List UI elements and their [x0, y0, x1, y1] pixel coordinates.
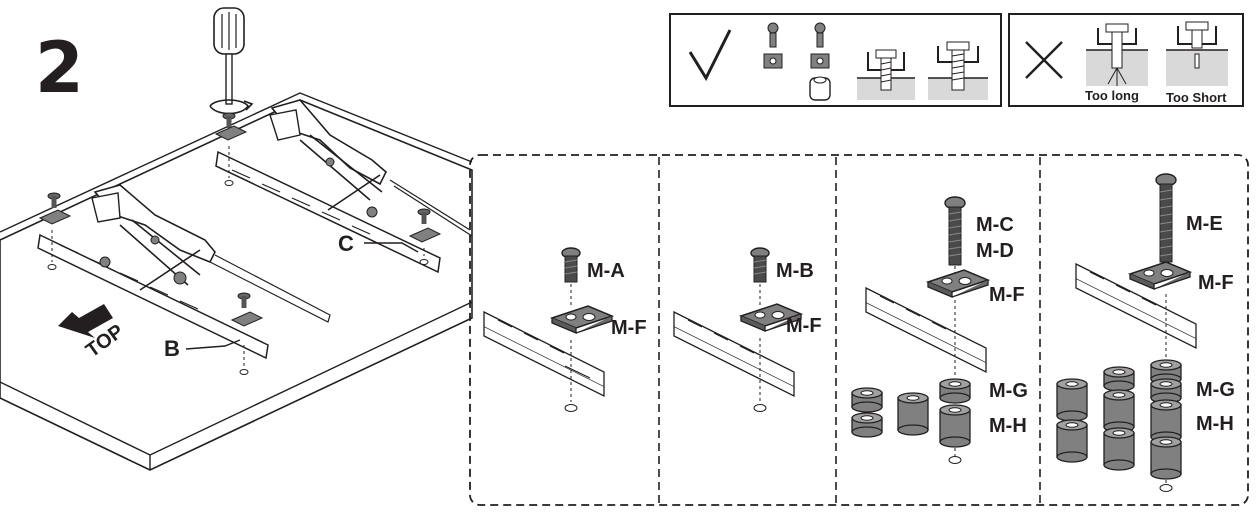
bracket-b	[37, 184, 331, 360]
hardware-panel-2: M-B M-F	[673, 247, 822, 412]
bracket-c-label: C	[338, 231, 354, 256]
bracket-b-label: B	[164, 336, 180, 361]
hardware-combinations	[469, 154, 1249, 506]
check-icon	[688, 29, 732, 82]
label-m-f-3: M-F	[989, 284, 1025, 306]
label-m-b: M-B	[776, 260, 814, 282]
label-m-f-1: M-F	[611, 317, 647, 339]
screw-m-c-m-d	[944, 196, 966, 266]
screw-washer-spacer-icon	[809, 22, 831, 101]
legend-correct-box	[669, 13, 1002, 107]
leader-b	[185, 339, 241, 350]
bracket-c	[215, 99, 473, 274]
top-arrow-icon	[58, 304, 113, 338]
label-m-a: M-A	[587, 260, 625, 282]
label-m-d: M-D	[976, 240, 1014, 262]
screw-with-washer-icon	[763, 22, 783, 69]
legend-incorrect-box: Too long Too Short	[1008, 13, 1244, 107]
label-m-g-4: M-G	[1196, 379, 1235, 401]
bracket-screws	[38, 112, 442, 375]
correct-fit-icon	[857, 49, 915, 100]
screw-m-b	[750, 247, 770, 283]
step-number: 2	[35, 27, 84, 109]
hardware-panel-4: M-E M-F M-G M-H	[1056, 173, 1235, 492]
label-m-h-3: M-H	[989, 415, 1027, 437]
leader-c	[364, 242, 419, 253]
hardware-panel-3: M-C M-D M-F M-G M-H	[851, 196, 1028, 464]
hardware-panel-1: M-A M-F	[483, 247, 647, 412]
tv-back-panel	[0, 92, 473, 471]
cross-icon	[1025, 41, 1063, 79]
label-m-g-3: M-G	[989, 380, 1028, 402]
screw-m-e	[1155, 173, 1177, 263]
too-long-icon	[1086, 23, 1148, 86]
label-m-h-4: M-H	[1196, 413, 1234, 435]
label-m-f-4: M-F	[1198, 272, 1234, 294]
label-m-e: M-E	[1186, 213, 1223, 235]
too-long-label: Too long	[1085, 88, 1139, 103]
screwdriver-icon	[209, 7, 254, 115]
too-short-icon	[1166, 21, 1228, 86]
too-short-label: Too Short	[1166, 90, 1227, 105]
correct-fit-spacer-icon	[928, 41, 988, 100]
label-m-c: M-C	[976, 214, 1014, 236]
screw-m-a	[561, 247, 581, 283]
label-m-f-2: M-F	[786, 315, 822, 337]
